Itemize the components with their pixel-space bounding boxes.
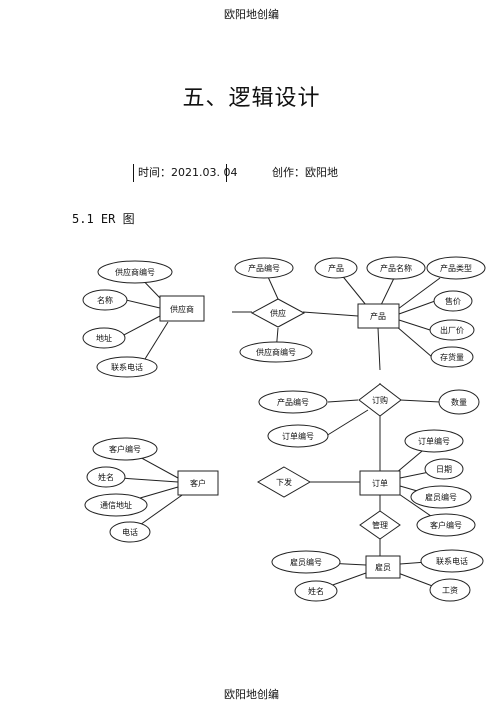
supply-attr-supplier-id	[239, 341, 313, 363]
customer-entity	[177, 470, 219, 496]
product-attr-price-label: 售价	[445, 296, 461, 306]
order-attr-date	[424, 458, 464, 480]
customer-attr-name	[86, 466, 126, 488]
employee-attr-name-label: 姓名	[308, 586, 324, 596]
supplier-cluster: 供应商编号 名称 地址 联系电话 供应商	[82, 260, 205, 378]
supplier-attr-address	[82, 327, 126, 349]
manage-relationship	[359, 510, 401, 540]
customer-attr-phone-label: 电话	[122, 527, 138, 537]
supplier-attr-phone-label: 联系电话	[111, 362, 143, 372]
author-label: 创作：欧阳地	[272, 166, 338, 179]
order-attr-date-label: 日期	[436, 465, 452, 474]
employee-attr-phone	[420, 549, 484, 573]
place-relationship	[256, 466, 312, 498]
supply-attr-supplier-id-label: 供应商编号	[256, 347, 296, 357]
employee-attr-salary-label: 工资	[442, 585, 458, 595]
product-attr-product	[314, 257, 358, 279]
order-attr-id-label: 订单编号	[418, 436, 450, 446]
product-attr-product-label: 产品	[328, 263, 344, 273]
employee-attr-name	[294, 580, 338, 602]
customer-attr-id-label: 客户编号	[109, 444, 141, 454]
order-attr-customer-id	[416, 513, 476, 537]
product-attr-stock-label: 存货量	[440, 352, 464, 362]
order-cluster: 下发 订单 订单编号 日期 雇员编号 客户编号 管理 雇员 雇员编号 姓名 联系…	[256, 429, 484, 602]
supplier-entity	[159, 295, 205, 322]
supply-relationship	[250, 298, 306, 328]
product-cluster: 产品编号 产品 产品名称 产品类型 售价 出厂价 存货量 供应 供应商编号 产品	[232, 256, 486, 371]
supplier-entity-label: 供应商	[170, 304, 194, 314]
customer-attr-id	[92, 437, 158, 461]
supplier-attr-phone	[96, 356, 158, 378]
product-attr-type-label: 产品类型	[440, 263, 472, 273]
order-rel-attr-product-id-label: 产品编号	[277, 397, 309, 407]
product-attr-id	[234, 257, 294, 279]
employee-attr-phone-label: 联系电话	[436, 556, 468, 566]
place-relationship-label: 下发	[276, 477, 292, 487]
supplier-attr-name	[82, 289, 128, 311]
order-attr-id	[404, 429, 464, 453]
product-attr-price	[433, 290, 473, 312]
product-attr-type	[426, 256, 486, 280]
order-rel-attr-order-id-label: 订单编号	[282, 431, 314, 441]
product-entity	[357, 303, 400, 329]
order-entity	[359, 470, 401, 496]
supply-relationship-label: 供应	[270, 308, 286, 318]
page-header: 欧阳地创编	[224, 8, 279, 21]
order-rel-attr-quantity	[438, 389, 480, 415]
order-rel-attr-quantity-label: 数量	[451, 397, 467, 407]
order-relationship	[358, 383, 402, 417]
supplier-attr-name-label: 名称	[97, 295, 113, 305]
page-title: 五、逻辑设计	[182, 86, 321, 111]
supplier-attr-address-label: 地址	[96, 333, 112, 343]
product-attr-factory-price-label: 出厂价	[440, 325, 464, 335]
supplier-attr-id	[97, 260, 173, 284]
customer-cluster: 客户编号 姓名 通信地址 电话 客户	[84, 437, 219, 543]
supplier-attr-id-label: 供应商编号	[115, 267, 155, 277]
employee-entity-label: 雇员	[375, 562, 391, 572]
customer-entity-label: 客户	[190, 478, 206, 488]
order-relationship-cluster: 订购 产品编号 订单编号 数量	[258, 383, 480, 472]
section-heading: 5.1 ER 图	[72, 212, 135, 226]
order-attr-employee-id-label: 雇员编号	[425, 492, 457, 502]
page-footer: 欧阳地创编	[224, 688, 279, 701]
product-attr-stock	[430, 346, 474, 368]
date-label: 时间：2021.03. 04	[133, 164, 237, 182]
manage-relationship-label: 管理	[372, 520, 388, 530]
employee-attr-id	[271, 550, 341, 574]
order-entity-label: 订单	[372, 478, 388, 488]
customer-attr-phone	[109, 521, 151, 543]
employee-entity	[365, 555, 401, 579]
customer-attr-name-label: 姓名	[98, 472, 114, 482]
employee-attr-salary	[429, 578, 471, 602]
order-relationship-label: 订购	[372, 395, 388, 405]
order-attr-employee-id	[410, 485, 472, 509]
customer-attr-address	[84, 493, 148, 517]
product-attr-name-label: 产品名称	[380, 263, 412, 273]
product-entity-label: 产品	[370, 311, 386, 321]
order-rel-attr-product-id	[258, 390, 328, 414]
product-attr-name	[366, 256, 426, 280]
meta-divider	[226, 164, 227, 182]
order-attr-customer-id-label: 客户编号	[430, 520, 462, 530]
product-attr-id-label: 产品编号	[248, 263, 280, 273]
product-attr-factory-price	[429, 319, 475, 341]
customer-attr-address-label: 通信地址	[100, 500, 132, 510]
employee-attr-id-label: 雇员编号	[290, 557, 322, 567]
order-rel-attr-order-id	[267, 424, 329, 448]
